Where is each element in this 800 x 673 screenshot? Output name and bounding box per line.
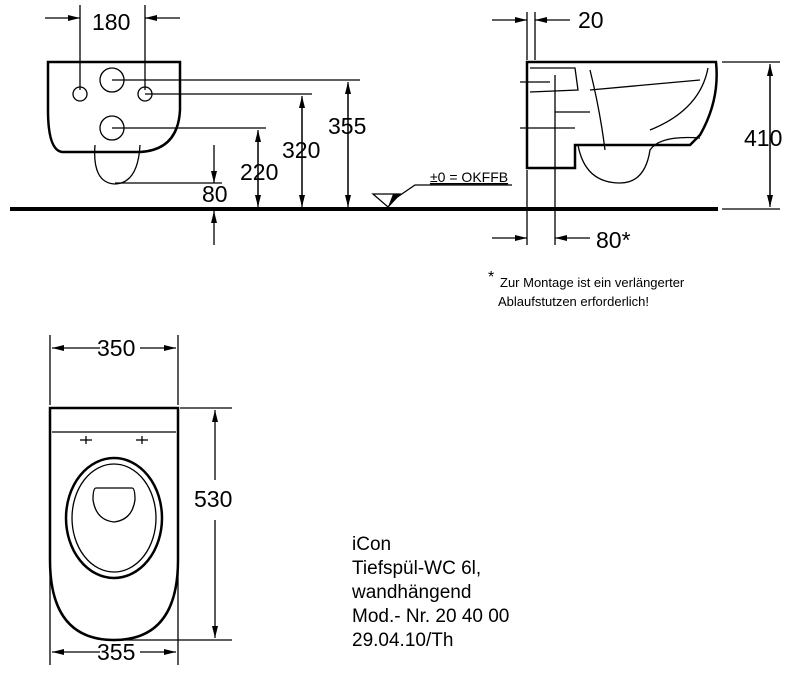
dim-320: 320 (282, 137, 320, 163)
dim-80: 80 (202, 181, 228, 207)
model-number: Mod.- Nr. 20 40 00 (352, 606, 510, 627)
footnote-line-2: Ablaufstutzen erforderlich! (498, 294, 649, 309)
dim-20: 20 (578, 7, 604, 33)
dim-530: 530 (194, 486, 232, 512)
dim-180: 180 (92, 9, 130, 35)
dim-80-star: 80* (596, 227, 631, 253)
footnote-line-1: Zur Montage ist ein verlängerter (500, 275, 685, 290)
front-view (45, 5, 360, 245)
dim-410: 410 (744, 125, 782, 151)
dim-355-width: 355 (97, 639, 135, 665)
product-type: Tiefspül-WC 6l, (352, 558, 482, 579)
drawing-date: 29.04.10/Th (352, 630, 454, 651)
floor-level-marker (371, 184, 512, 208)
floor-level-label: ±0 = OKFFB (430, 169, 508, 185)
side-view (492, 12, 780, 245)
dim-220: 220 (240, 159, 278, 185)
product-name: iCon (352, 534, 392, 555)
footnote-star: * (488, 269, 494, 286)
product-info: iCon Tiefspül-WC 6l, wandhängend Mod.- N… (352, 533, 509, 653)
product-mounting: wandhängend (352, 582, 472, 603)
dim-350: 350 (97, 335, 135, 361)
plan-view (48, 335, 232, 665)
dim-355-height: 355 (328, 113, 366, 139)
